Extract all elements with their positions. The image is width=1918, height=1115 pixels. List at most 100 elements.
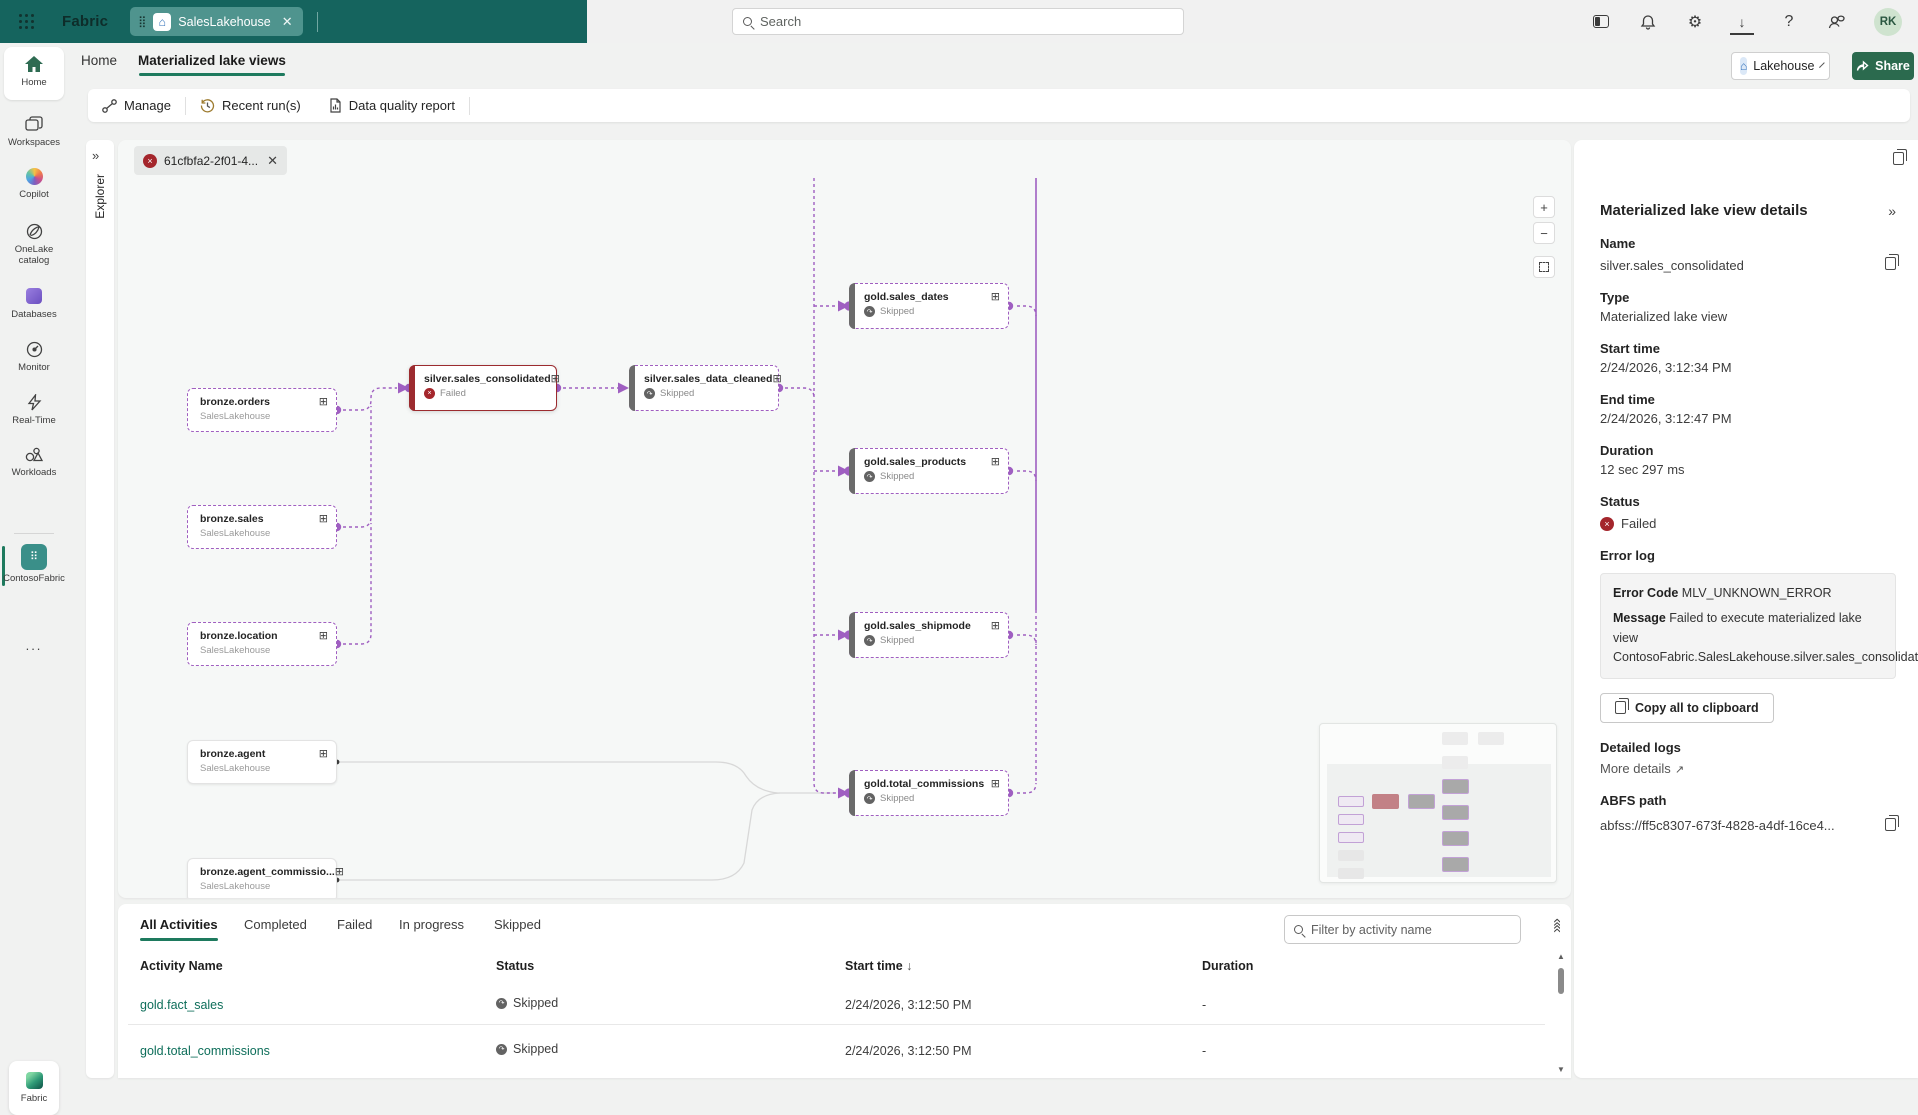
lineage-node-silver.sales_consolidated[interactable]: silver.sales_consolidated⊞×Failed: [409, 365, 557, 411]
activity-link[interactable]: gold.fact_sales: [140, 998, 223, 1012]
zoom-out-button[interactable]: −: [1533, 222, 1555, 244]
share-button[interactable]: Share: [1852, 52, 1914, 80]
sidebar-item-real-time[interactable]: Real-Time: [3, 391, 65, 427]
tab-completed[interactable]: Completed: [244, 917, 307, 932]
sidebar-item-copilot[interactable]: Copilot: [3, 165, 65, 201]
table-icon: ⊞: [991, 619, 1000, 632]
item-type-label: Lakehouse: [1753, 59, 1814, 73]
collapse-activities-icon[interactable]: »»: [1548, 920, 1565, 933]
canvas-minimap[interactable]: [1319, 723, 1557, 883]
details-panel-title: Materialized lake view details: [1600, 202, 1808, 219]
lineage-node-gold.sales_shipmode[interactable]: gold.sales_shipmode⊞↷Skipped: [849, 612, 1009, 658]
lineage-node-gold.total_commissions[interactable]: gold.total_commissions⊞↷Skipped: [849, 770, 1009, 816]
panel-toggle-icon[interactable]: [1592, 13, 1610, 31]
lineage-node-bronze.location[interactable]: bronze.location⊞SalesLakehouse: [187, 622, 337, 666]
explorer-label: Explorer: [93, 174, 107, 219]
zoom-in-button[interactable]: +: [1533, 196, 1555, 218]
onelake-catalog-icon: [3, 220, 65, 242]
node-status-bar: [849, 283, 855, 329]
tab-materialized-lake-views[interactable]: Materialized lake views: [138, 53, 286, 68]
lineage-node-silver.sales_data_cleaned[interactable]: silver.sales_data_cleaned⊞↷Skipped: [629, 365, 779, 411]
explorer-expand-icon[interactable]: »: [92, 148, 99, 163]
skipped-status-icon: ↷: [864, 471, 875, 482]
activity-link[interactable]: gold.total_commissions: [140, 1044, 270, 1058]
settings-gear-icon[interactable]: ⚙: [1686, 13, 1704, 31]
col-activity-name[interactable]: Activity Name: [140, 959, 223, 973]
help-icon[interactable]: ?: [1780, 13, 1798, 31]
recent-runs-button[interactable]: Recent run(s): [186, 89, 315, 122]
feedback-icon[interactable]: [1827, 13, 1845, 31]
filter-activity-input[interactable]: Filter by activity name: [1284, 915, 1521, 944]
scrollbar-thumb[interactable]: [1558, 968, 1564, 994]
search-icon: [1294, 925, 1303, 934]
item-type-dropdown[interactable]: ⌂ Lakehouse: [1731, 52, 1830, 80]
node-title: bronze.location: [200, 630, 278, 642]
tab-skipped[interactable]: Skipped: [494, 917, 541, 932]
node-title: silver.sales_data_cleaned: [644, 373, 772, 385]
sidebar-item-onelake-catalog[interactable]: OneLake catalog: [3, 220, 65, 267]
scroll-down-icon[interactable]: ▼: [1556, 1065, 1566, 1074]
abfs-path-value: abfss://ff5c8307-673f-4828-a4df-16ce4...: [1600, 818, 1835, 833]
failed-status-icon: ×: [1600, 517, 1614, 531]
lineage-node-bronze.sales[interactable]: bronze.sales⊞SalesLakehouse: [187, 505, 337, 549]
sidebar-item-workspaces[interactable]: Workspaces: [3, 113, 65, 149]
manage-button[interactable]: Manage: [88, 89, 185, 122]
more-details-link[interactable]: More details↗: [1600, 761, 1896, 776]
col-duration[interactable]: Duration: [1202, 959, 1253, 973]
col-start-time[interactable]: Start time ↓: [845, 959, 912, 973]
col-status[interactable]: Status: [496, 959, 534, 973]
app-launcher-icon[interactable]: [19, 14, 34, 29]
table-icon: ⊞: [319, 629, 328, 642]
tab-all-activities[interactable]: All Activities: [140, 917, 218, 932]
open-item-tab[interactable]: ⣿ ⌂ SalesLakehouse ✕: [130, 7, 302, 36]
copy-name-icon[interactable]: [1885, 257, 1896, 273]
sidebar-item-monitor[interactable]: Monitor: [3, 338, 65, 374]
duration-label: Duration: [1600, 443, 1896, 458]
lineage-node-bronze.agent_commissio...[interactable]: bronze.agent_commissio...⊞SalesLakehouse: [187, 858, 337, 898]
download-icon[interactable]: ↓: [1733, 13, 1751, 31]
lineage-canvas[interactable]: bronze.orders⊞SalesLakehouse bronze.sales…: [118, 140, 1571, 898]
run-tab-chip[interactable]: × 61cfbfa2-2f01-4... ✕: [134, 146, 287, 175]
databases-icon: [3, 285, 65, 307]
collapse-panel-icon[interactable]: »: [1888, 203, 1896, 219]
table-scrollbar[interactable]: ▲ ▼: [1556, 952, 1566, 1074]
tab-home[interactable]: Home: [81, 53, 117, 68]
lineage-node-gold.sales_products[interactable]: gold.sales_products⊞↷Skipped: [849, 448, 1009, 494]
activity-duration: -: [1202, 998, 1206, 1012]
lineage-node-bronze.agent[interactable]: bronze.agent⊞SalesLakehouse: [187, 740, 337, 784]
name-value: silver.sales_consolidated: [1600, 258, 1744, 273]
table-icon: ⊞: [772, 372, 781, 385]
topbar-teal-section: Fabric ⣿ ⌂ SalesLakehouse ✕: [0, 0, 587, 43]
global-search-input[interactable]: Search: [732, 8, 1184, 35]
tab-in-progress[interactable]: In progress: [399, 917, 464, 932]
tab-failed[interactable]: Failed: [337, 917, 372, 932]
fabric-app-switcher[interactable]: Fabric: [9, 1061, 59, 1115]
lineage-node-bronze.orders[interactable]: bronze.orders⊞SalesLakehouse: [187, 388, 337, 432]
sidebar-item-home[interactable]: Home: [3, 53, 65, 89]
scroll-up-icon[interactable]: ▲: [1556, 952, 1566, 961]
nav-more-button[interactable]: ...: [0, 638, 68, 653]
skipped-status-icon: ↷: [644, 388, 655, 399]
fit-to-screen-button[interactable]: [1533, 256, 1555, 278]
sidebar-item-databases[interactable]: Databases: [3, 285, 65, 321]
canvas-zoom-controls: + −: [1533, 196, 1555, 278]
mlv-details-panel: Materialized lake view details » Name si…: [1574, 140, 1918, 1078]
node-status-bar: [849, 448, 855, 494]
copy-icon[interactable]: [1893, 152, 1904, 168]
notifications-bell-icon[interactable]: [1639, 13, 1657, 31]
error-log-label: Error log: [1600, 548, 1896, 563]
close-run-tab-icon[interactable]: ✕: [267, 153, 278, 169]
copy-abfs-icon[interactable]: [1885, 818, 1896, 834]
sidebar-item-contosofabric[interactable]: ⠿ ContosoFabric: [3, 543, 65, 585]
sidebar-item-workloads[interactable]: Workloads: [3, 443, 65, 479]
activity-duration: -: [1202, 1044, 1206, 1058]
copy-all-to-clipboard-button[interactable]: Copy all to clipboard: [1600, 693, 1774, 723]
mlv-toolbar: Manage Recent run(s) Data quality report: [88, 89, 1910, 122]
lineage-node-gold.sales_dates[interactable]: gold.sales_dates⊞↷Skipped: [849, 283, 1009, 329]
user-avatar[interactable]: RK: [1874, 8, 1902, 36]
fabric-logo: [26, 1072, 43, 1089]
search-placeholder: Search: [760, 14, 801, 29]
data-quality-report-button[interactable]: Data quality report: [315, 89, 469, 122]
close-tab-icon[interactable]: ✕: [282, 14, 293, 30]
detailed-logs-label: Detailed logs: [1600, 740, 1896, 755]
